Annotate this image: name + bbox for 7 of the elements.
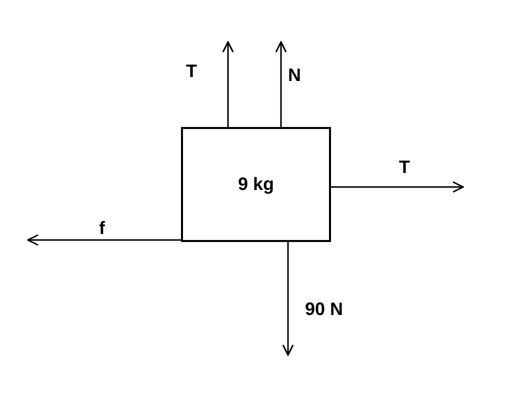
force-label: f bbox=[99, 218, 105, 239]
mass-block bbox=[181, 127, 331, 242]
mass-label: 9 kg bbox=[238, 174, 274, 195]
force-label: N bbox=[288, 65, 301, 86]
force-label: 90 N bbox=[305, 299, 344, 320]
force-label: T bbox=[186, 61, 197, 82]
force-label: T bbox=[399, 157, 410, 178]
